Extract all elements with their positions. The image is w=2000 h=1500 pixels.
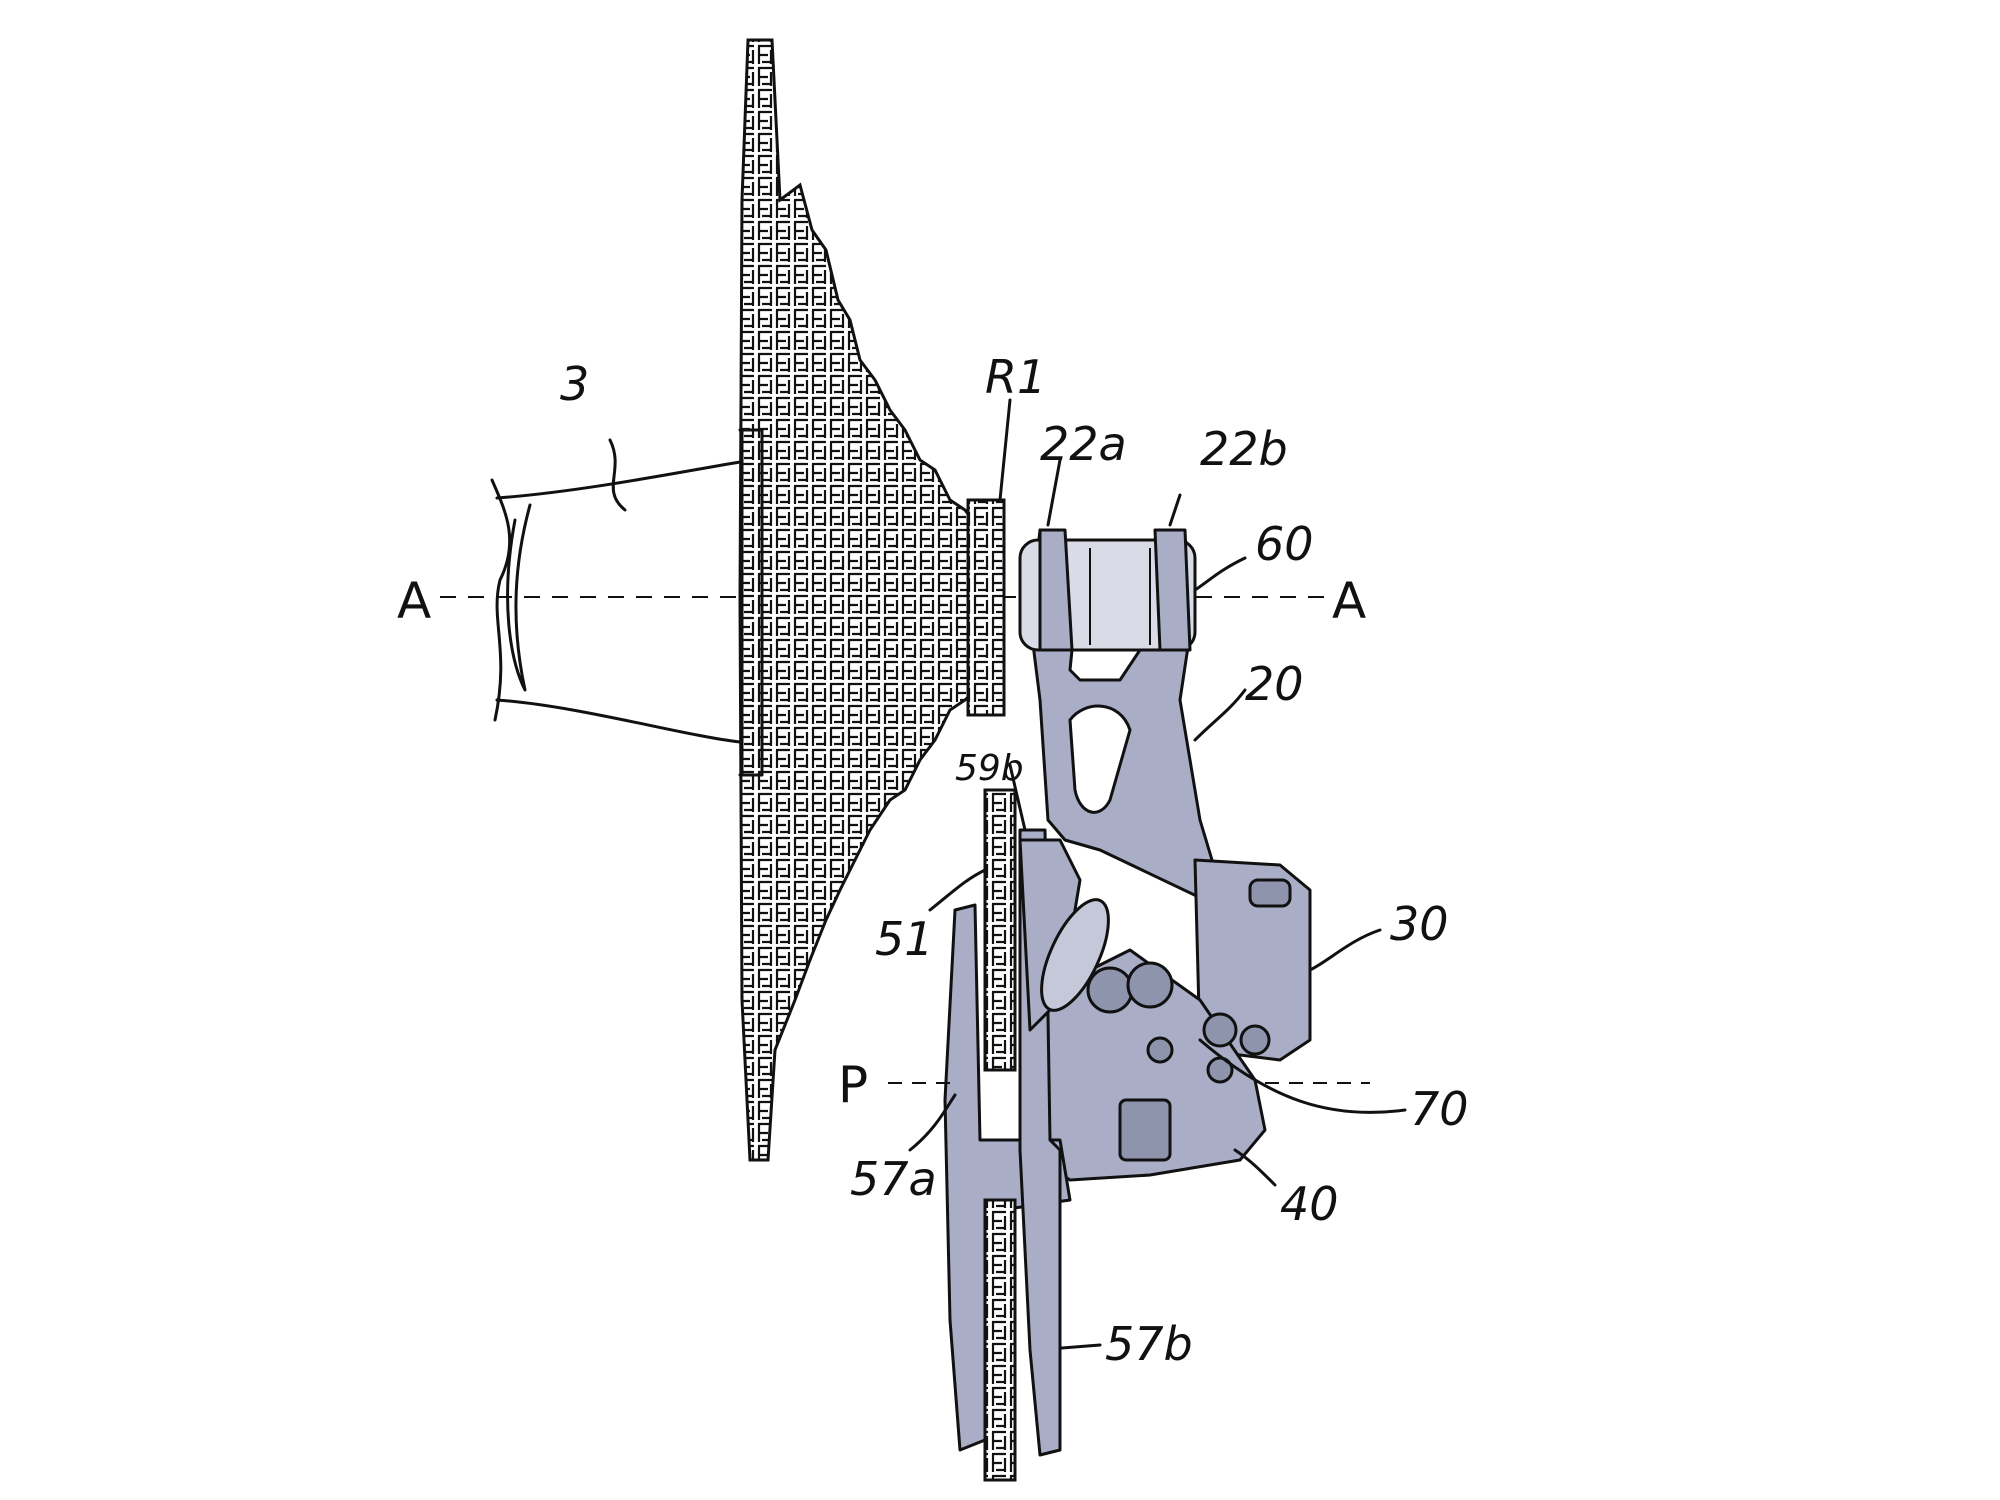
derailleur-body <box>943 528 1312 1482</box>
label-20: 20 <box>1245 657 1304 711</box>
label-57a: 57a <box>850 1152 937 1206</box>
label-40: 40 <box>1280 1177 1339 1231</box>
leader-lines <box>608 398 1407 1350</box>
sprocket-r1 <box>966 498 1006 717</box>
label-cassette: 3 <box>560 357 589 411</box>
axis-a-right-label: A <box>1332 572 1366 630</box>
axis-p-label: P <box>838 1056 868 1114</box>
label-r1: R1 <box>985 350 1046 404</box>
label-59b: 59b <box>955 748 1024 789</box>
label-70: 70 <box>1410 1082 1469 1136</box>
label-22a: 22a <box>1040 417 1127 471</box>
frame-stays <box>490 460 742 744</box>
label-60: 60 <box>1255 517 1314 571</box>
label-57b: 57b <box>1105 1317 1193 1371</box>
label-30: 30 <box>1390 897 1449 951</box>
label-51: 51 <box>875 912 934 966</box>
label-22b: 22b <box>1200 422 1288 476</box>
axis-a-left-label: A <box>397 572 431 630</box>
